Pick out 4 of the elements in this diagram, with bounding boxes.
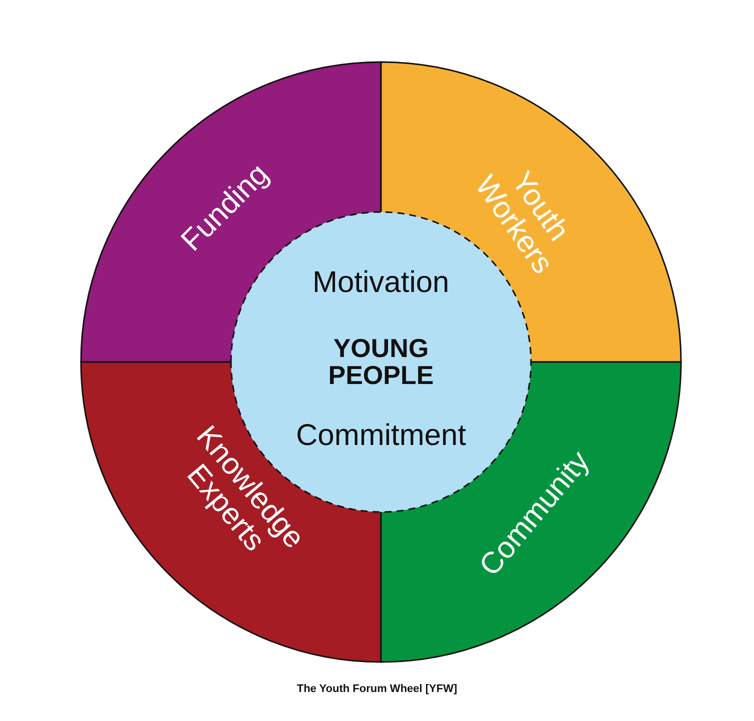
- hub-label: Commitment: [296, 420, 466, 452]
- caption: The Youth Forum Wheel [YFW]: [296, 683, 458, 695]
- hub-title: YOUNG PEOPLE: [327, 334, 435, 390]
- hub-label: Motivation: [312, 267, 450, 298]
